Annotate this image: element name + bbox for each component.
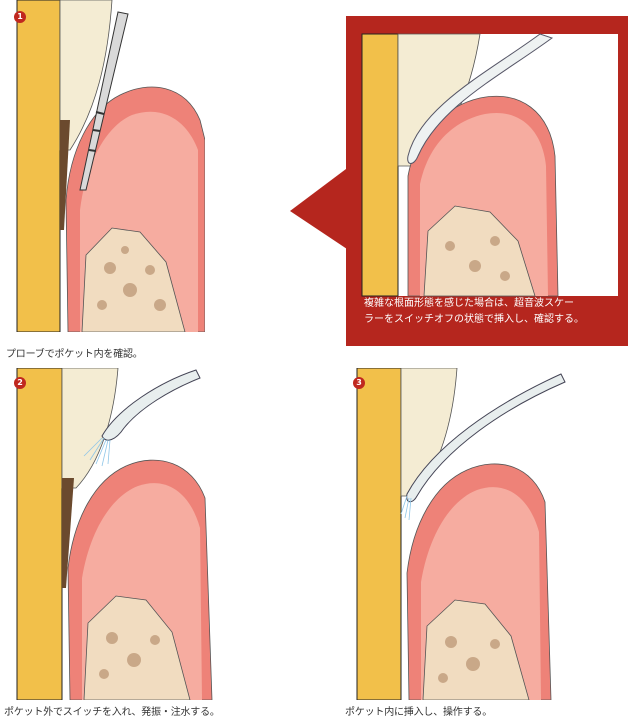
panel-1-illustration bbox=[0, 0, 205, 332]
panel-1-number-badge: 1 bbox=[14, 11, 26, 23]
callout-tooth-root bbox=[362, 34, 398, 296]
panel-2-illustration bbox=[0, 368, 215, 700]
panel-2-number-badge: 2 bbox=[14, 377, 26, 389]
tooth-root bbox=[17, 0, 60, 332]
callout-line-2: ラーをスイッチオフの状態で挿入し、確認する。 bbox=[364, 312, 626, 328]
panel-2-caption: ポケット外でスイッチを入れ、発振・注水する。 bbox=[4, 703, 220, 718]
callout-line-1: 複雑な根面形態を感じた場合は、超音波スケー bbox=[364, 296, 626, 312]
panel-3-illustration bbox=[345, 368, 575, 700]
callout-text: 複雑な根面形態を感じた場合は、超音波スケー ラーをスイッチオフの状態で挿入し、確… bbox=[364, 296, 626, 328]
callout-pointer bbox=[290, 166, 350, 251]
panel-3-number-badge: 3 bbox=[353, 377, 365, 389]
panel-1-caption: プローブでポケット内を確認。 bbox=[6, 345, 143, 360]
panel-3-caption: ポケット内に挿入し、操作する。 bbox=[345, 703, 492, 718]
